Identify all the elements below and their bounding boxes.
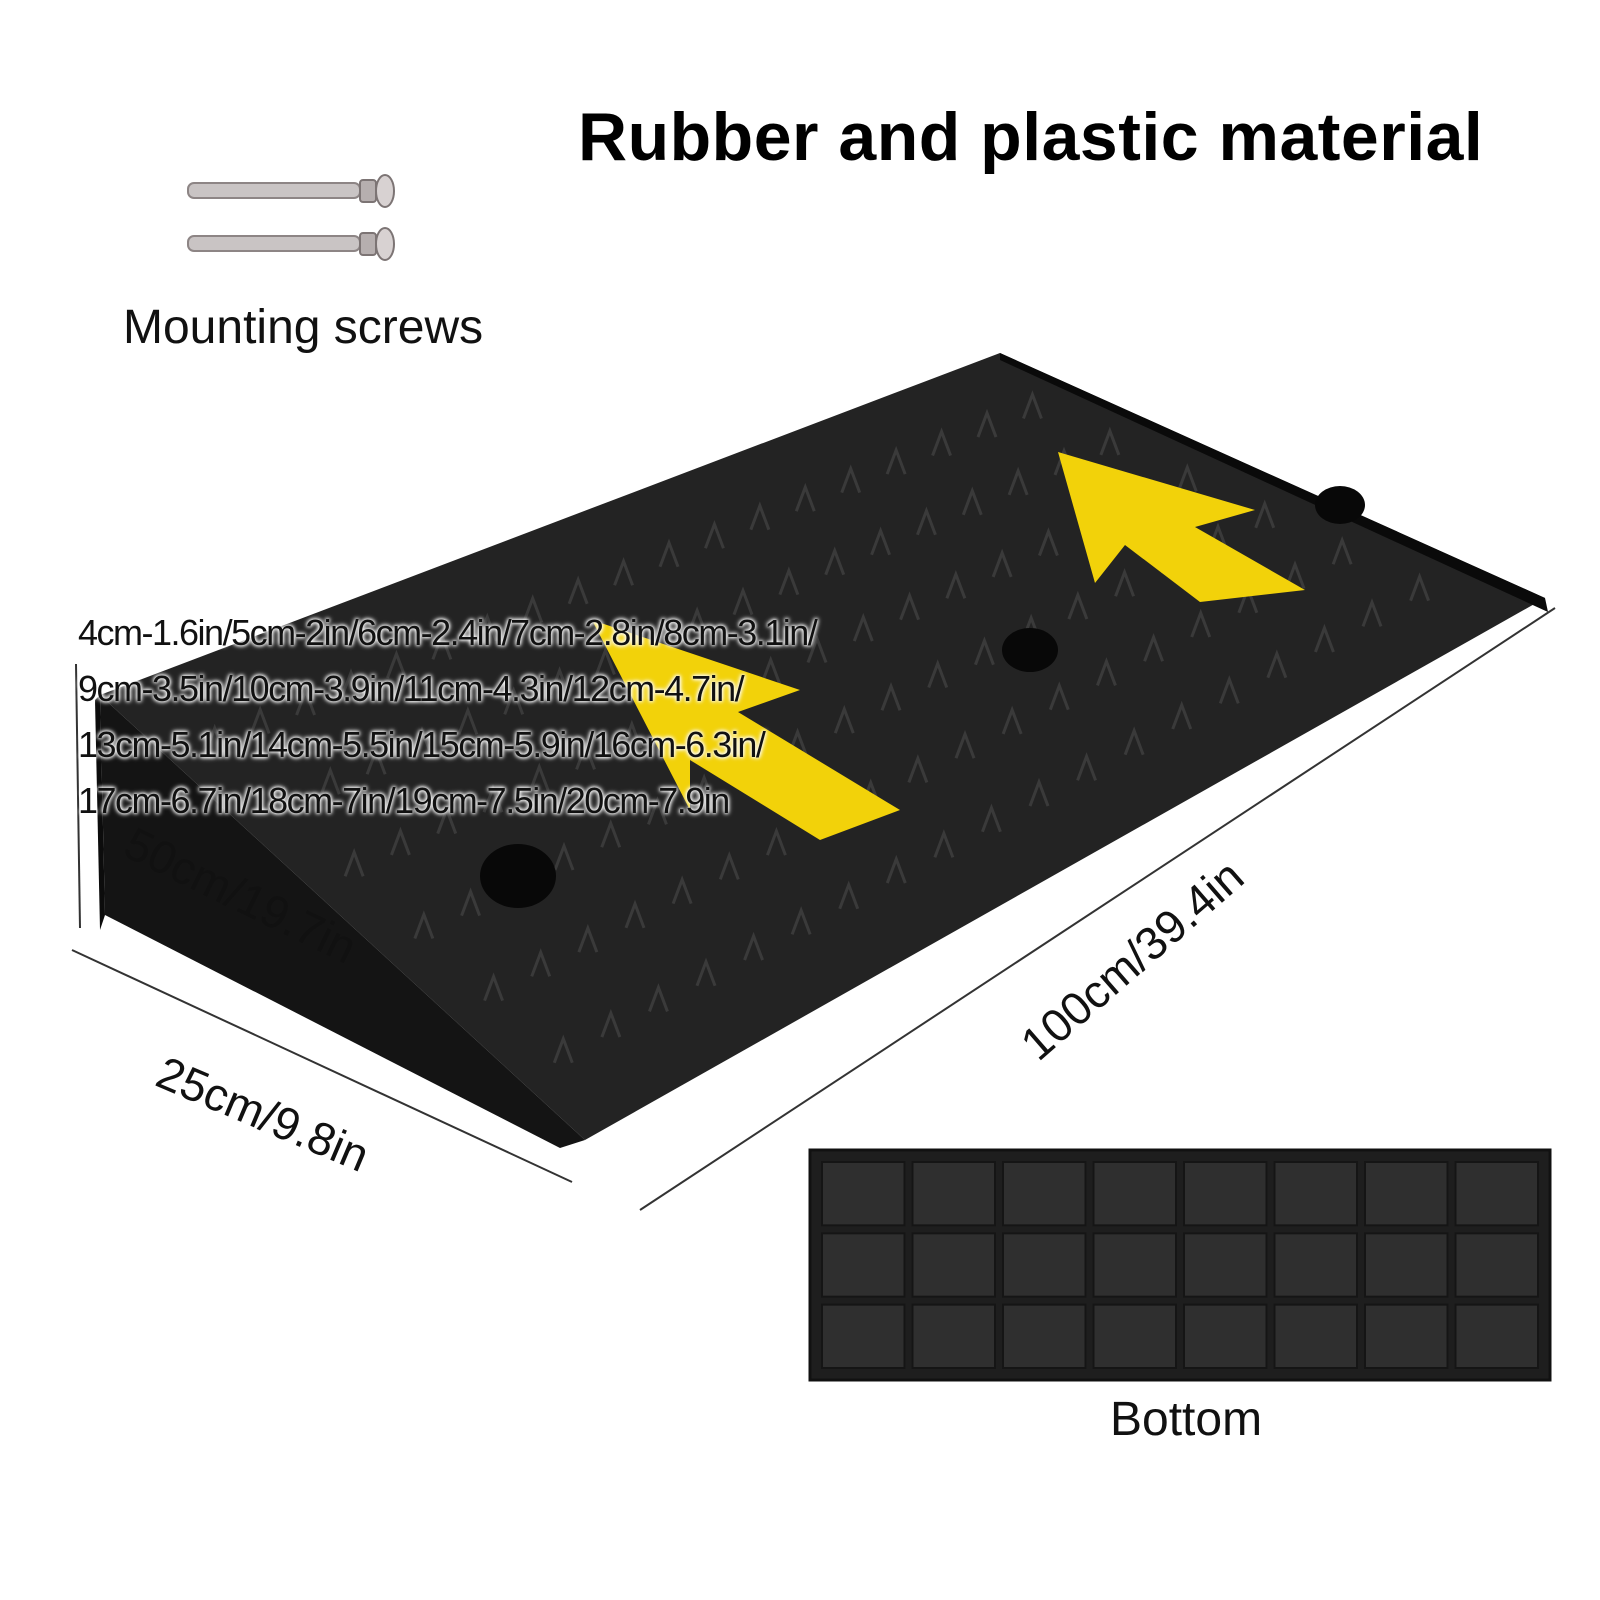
bottom-cell [1273,1232,1358,1298]
arrow-icon [1058,452,1305,602]
bottom-cell [1364,1232,1449,1298]
bottom-cell [1183,1303,1268,1369]
bottom-cell [821,1232,906,1298]
page-title: Rubber and plastic material [578,99,1484,175]
curb-ramp [95,353,1548,1148]
bottom-cell [1364,1303,1449,1369]
bottom-cell [1002,1232,1087,1298]
height-dimension-line [75,663,81,929]
bottom-cell [1002,1161,1087,1227]
bottom-cell [911,1161,996,1227]
bottom-cell [911,1303,996,1369]
width-dimension-line [71,949,573,1183]
bottom-cell [1454,1303,1539,1369]
mounting-hole [480,844,556,908]
bottom-cell [911,1232,996,1298]
bottom-cell [821,1161,906,1227]
height-options-line: 4cm-1.6in/5cm-2in/6cm-2.4in/7cm-2.8in/8c… [78,612,818,653]
ramp-bottom-view [808,1148,1552,1382]
bottom-cell [1092,1232,1177,1298]
screw-icon [187,227,395,261]
bottom-cell [1092,1303,1177,1369]
mounting-screws-label: Mounting screws [123,301,484,354]
bottom-cell [1183,1161,1268,1227]
mounting-hole [1315,486,1365,524]
mounting-hole [1002,628,1058,672]
bottom-cell [821,1303,906,1369]
height-options-line: 9cm-3.5in/10cm-3.9in/11cm-4.3in/12cm-4.7… [78,668,745,709]
length-dimension-line [639,607,1556,1211]
height-options-line: 13cm-5.1in/14cm-5.5in/15cm-5.9in/16cm-6.… [78,724,766,765]
bottom-cell [1273,1303,1358,1369]
arrow-icon [592,620,900,840]
height-options: 4cm-1.6in/5cm-2in/6cm-2.4in/7cm-2.8in/8c… [78,605,818,829]
bottom-cell [1273,1161,1358,1227]
bottom-cell [1002,1303,1087,1369]
bottom-cell [1364,1161,1449,1227]
bottom-cell [1454,1232,1539,1298]
bottom-cell [1092,1161,1177,1227]
bottom-view-label: Bottom [1110,1393,1263,1446]
bottom-cell [1183,1232,1268,1298]
screw-icon [187,174,395,208]
bottom-cell [1454,1161,1539,1227]
height-options-line: 17cm-6.7in/18cm-7in/19cm-7.5in/20cm-7.9i… [78,780,730,821]
